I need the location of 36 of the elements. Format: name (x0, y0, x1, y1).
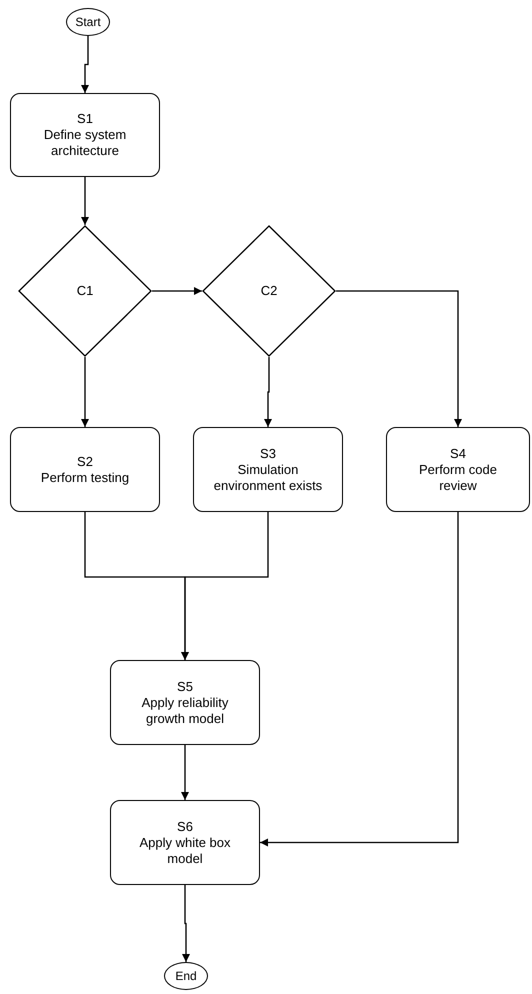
node-label: Start (75, 14, 101, 30)
arrow (264, 357, 272, 427)
arrow (260, 512, 459, 846)
process-box (110, 800, 260, 885)
process-box (10, 93, 160, 177)
arrow (336, 290, 462, 427)
node-label: S1 (77, 111, 93, 127)
process-box (10, 427, 160, 512)
step-text: Simulation environment exists (212, 462, 324, 494)
arrow (152, 287, 202, 295)
arrow (182, 885, 190, 962)
arrow (181, 512, 269, 660)
arrow (81, 357, 89, 427)
node-label: S5 (177, 678, 193, 694)
process-box (193, 427, 343, 512)
node-label: C2 (260, 283, 278, 299)
arrow (81, 177, 89, 225)
step-text: Apply reliability growth model (140, 694, 230, 726)
process-box (110, 660, 260, 745)
node-label: S2 (77, 454, 93, 470)
node-label: End (175, 968, 197, 984)
process-box (386, 427, 530, 512)
node-label: S6 (177, 818, 193, 834)
terminal-ellipse (66, 8, 110, 36)
arrow (81, 36, 89, 93)
node-label: S3 (260, 446, 276, 462)
node-label: C1 (76, 283, 94, 299)
decision-diamond (202, 225, 336, 357)
step-text: Apply white box model (138, 834, 232, 866)
step-text: Define system architecture (42, 127, 128, 159)
step-text: Perform code review (418, 462, 498, 494)
step-text: Perform testing (40, 470, 130, 486)
node-label: S4 (450, 446, 466, 462)
decision-diamond (18, 225, 152, 357)
arrow (181, 745, 189, 800)
terminal-ellipse (164, 962, 208, 990)
